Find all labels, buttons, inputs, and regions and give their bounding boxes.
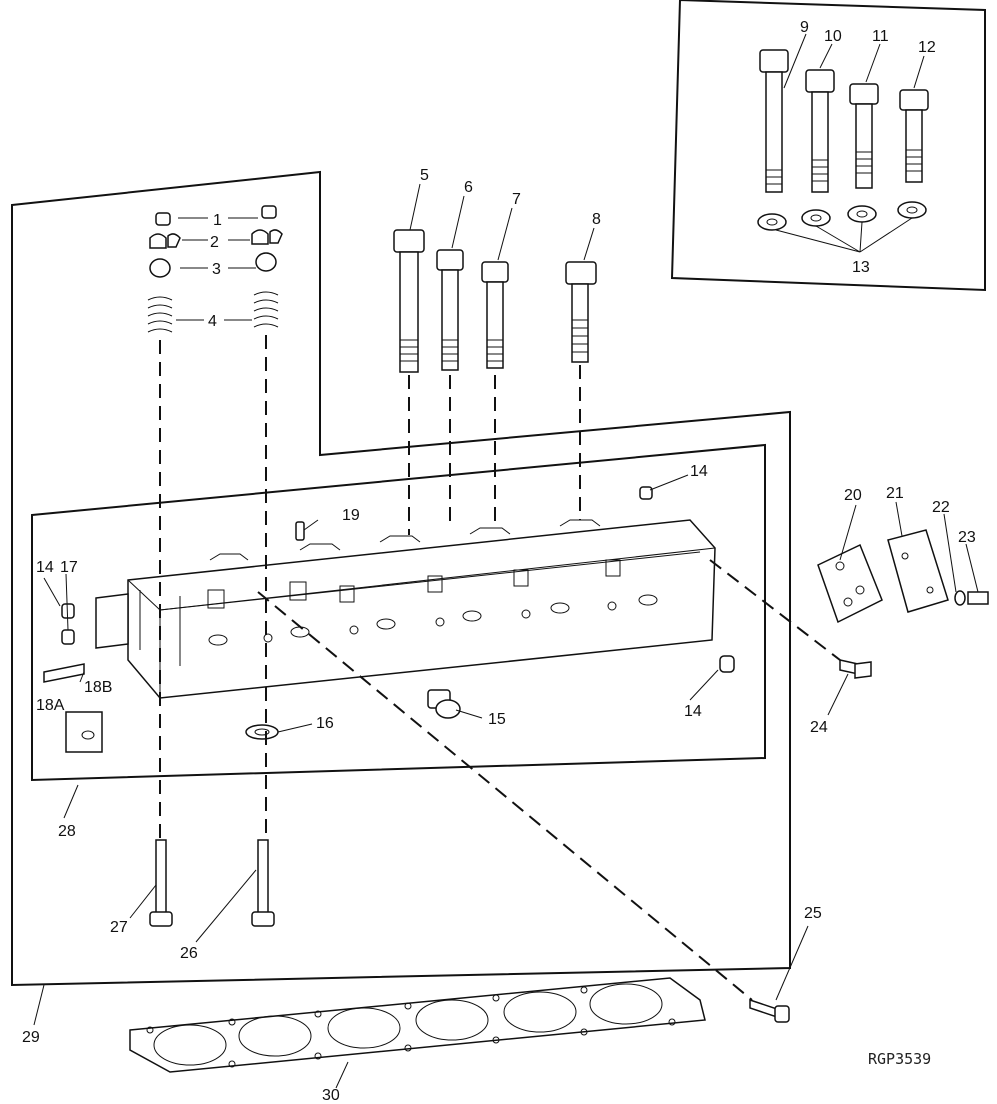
callout-22: 22 [932, 499, 950, 516]
fitting-18b [43, 663, 85, 683]
plug-14-right [719, 655, 735, 673]
washer-16 [245, 724, 279, 740]
callout-10: 10 [824, 28, 842, 45]
cover-21 [887, 529, 949, 613]
valve-26 [251, 839, 275, 927]
callout-3: 3 [212, 261, 221, 278]
callout-7: 7 [512, 191, 521, 208]
gasket-20 [817, 543, 883, 624]
bolt-9 [759, 49, 789, 193]
callout-21: 21 [886, 485, 904, 502]
callout-18b: 18B [84, 679, 112, 696]
frame-bolt-kit-panel [670, 0, 986, 292]
callout-16: 16 [316, 715, 334, 732]
valve-keepers [155, 205, 277, 226]
washers-13 [757, 201, 927, 231]
bolt-12 [899, 89, 929, 183]
callout-13: 13 [852, 259, 870, 276]
valve-rotators [149, 229, 283, 249]
head-bolt-6 [436, 249, 464, 371]
washer-22 [954, 590, 966, 606]
head-gasket-30 [129, 977, 706, 1073]
callout-9: 9 [800, 19, 809, 36]
callout-15: 15 [488, 711, 506, 728]
head-bolt-5 [393, 229, 425, 373]
callout-5: 5 [420, 167, 429, 184]
callout-1: 1 [213, 212, 222, 229]
callout-14-left: 14 [36, 559, 54, 576]
leader-lines [33, 33, 979, 1089]
frame-29-assembly-panel [11, 170, 791, 987]
callout-24: 24 [810, 719, 828, 736]
callout-14-right: 14 [684, 703, 702, 720]
callout-26: 26 [180, 945, 198, 962]
callout-29: 29 [22, 1029, 40, 1046]
callout-20: 20 [844, 487, 862, 504]
callout-6: 6 [464, 179, 473, 196]
plug-17 [61, 629, 75, 645]
callout-8: 8 [592, 211, 601, 228]
head-bolt-7 [481, 261, 509, 369]
plug-15 [427, 689, 461, 719]
callout-14-top: 14 [690, 463, 708, 480]
valve-springs [147, 291, 279, 333]
bolt-11 [849, 83, 879, 189]
plate-18a [65, 711, 103, 753]
callout-23: 23 [958, 529, 976, 546]
callout-28: 28 [58, 823, 76, 840]
callout-4: 4 [208, 313, 217, 330]
callout-30: 30 [322, 1087, 340, 1104]
figure-code: RGP3539 [868, 1050, 931, 1068]
bolt-10 [805, 69, 835, 193]
valve-spring-caps [149, 252, 277, 278]
callout-19: 19 [342, 507, 360, 524]
callout-12: 12 [918, 39, 936, 56]
frame-28-cylinder-head-panel [31, 443, 766, 782]
pin-19 [295, 521, 305, 541]
cap-screw-25 [749, 998, 790, 1023]
callout-11: 11 [872, 28, 889, 45]
callout-27: 27 [110, 919, 128, 936]
valve-27 [149, 839, 173, 927]
callout-25: 25 [804, 905, 822, 922]
callout-17: 17 [60, 559, 78, 576]
callout-18a: 18A [36, 697, 65, 714]
cap-screw-24 [839, 659, 872, 679]
plug-14-left [61, 603, 75, 619]
callout-2: 2 [210, 234, 219, 251]
cylinder-head [95, 519, 716, 699]
cap-screw-23 [967, 591, 989, 605]
assembly-guide-lines [159, 335, 841, 1001]
plug-14-top [639, 486, 653, 500]
head-bolt-8 [565, 261, 597, 363]
